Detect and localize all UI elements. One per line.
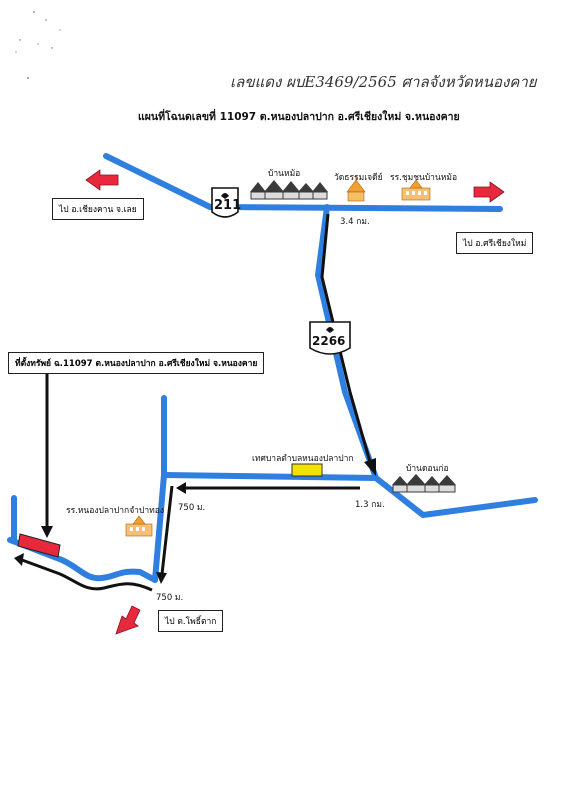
highway-211-number: 211 bbox=[214, 198, 242, 213]
place-wat-thammachedi: วัดธรรมเจดีย์ bbox=[334, 173, 383, 183]
distance-1-3km: 1.3 กม. bbox=[355, 500, 385, 510]
roads bbox=[7, 153, 538, 583]
place-ban-mo: บ้านหม้อ bbox=[268, 169, 301, 179]
highway-2266-number: 2266 bbox=[312, 334, 346, 348]
direction-chiang-khan: ไป อ.เชียงคาน จ.เลย bbox=[52, 198, 144, 220]
road-211 bbox=[103, 153, 503, 212]
school-nong-pla-pak-icon bbox=[125, 515, 153, 537]
temple-icon bbox=[346, 176, 366, 202]
highway-shield-2266 bbox=[309, 321, 351, 355]
arrow-left-icon bbox=[85, 169, 119, 191]
place-school-nong-pla-pak: รร.หนองปลาปากจำปาทอง bbox=[66, 506, 164, 516]
direction-pho-tak: ไป ต.โพธิ์ตาก bbox=[158, 610, 224, 632]
municipality-marker bbox=[291, 463, 323, 477]
place-municipality: เทศบาลตำบลหนองปลาปาก bbox=[252, 454, 354, 464]
road-vertical-left bbox=[152, 395, 167, 583]
distance-750m-a: 750 ม. bbox=[178, 503, 206, 513]
scan-speckles bbox=[15, 11, 61, 79]
distance-3-4km: 3.4 กม. bbox=[340, 217, 370, 227]
property-parcel bbox=[17, 533, 61, 558]
arrow-down-left-icon bbox=[115, 605, 141, 635]
direction-arrows bbox=[85, 169, 505, 635]
route-arrows bbox=[14, 213, 376, 592]
school-ban-mo-icon bbox=[401, 179, 431, 201]
handwritten-case-note: เลขแดง ผบE3469/2565 ศาลจังหวัดหนองคาย bbox=[230, 73, 537, 91]
road-bottom-left bbox=[7, 537, 158, 583]
place-ban-don-ko: บ้านดอนก่อ bbox=[406, 464, 449, 474]
arrow-right-icon bbox=[473, 181, 505, 203]
direction-si-chiang-mai: ไป อ.ศรีเชียงใหม่ bbox=[456, 232, 534, 254]
map-title: แผนที่โฉนดเลขที่ 11097 ต.หนองปลาปาก อ.ศร… bbox=[138, 111, 460, 123]
highway-shield-211 bbox=[211, 187, 239, 218]
property-location-label: ที่ตั้งทรัพย์ ฉ.11097 ต.หนองปลาปาก อ.ศรี… bbox=[8, 352, 265, 374]
place-school-ban-mo: รร.ชุมชนบ้านหม้อ bbox=[390, 173, 458, 183]
road-municipal bbox=[161, 472, 379, 481]
road-2266 bbox=[315, 204, 538, 518]
houses-ban-mo-icon bbox=[250, 180, 328, 200]
distance-750m-b: 750 ม. bbox=[156, 593, 184, 603]
houses-ban-don-ko-icon bbox=[392, 474, 456, 493]
